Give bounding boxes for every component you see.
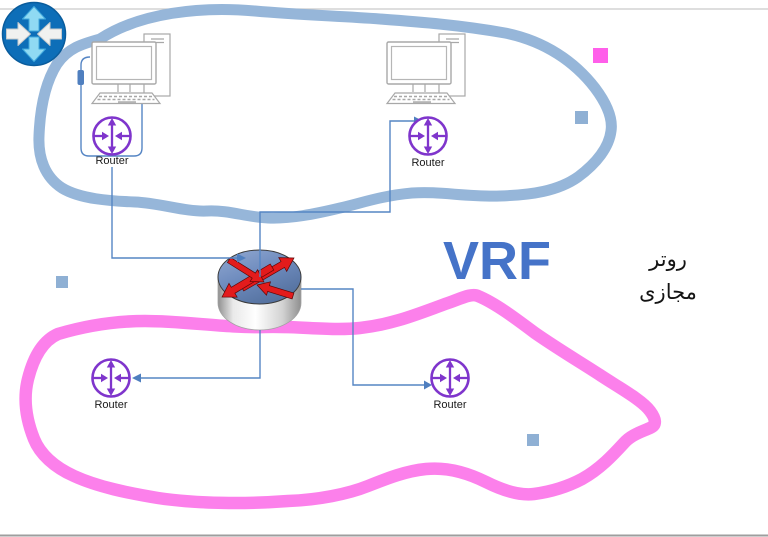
blue-square-bottom [527,434,539,446]
vrf-title: VRF [443,231,551,291]
computer-icon-1 [91,33,171,105]
caption-line-2: مجازی [639,279,697,304]
connector-router1 [111,167,237,259]
router-icon-1 [91,116,133,156]
router-icon-3 [90,358,132,398]
router-icon-4 [429,358,471,398]
connectors [111,120,424,386]
routing-arrows [221,257,295,300]
down-arrow [22,36,46,62]
left-inward-arrow [6,22,31,46]
connector-arrowheads [132,116,432,390]
blue-square-top [575,111,588,124]
connector-router4 [301,288,424,386]
connector-router2 [259,120,414,277]
router-icon-2 [407,116,449,156]
router2-label: Router [411,157,444,169]
right-inward-arrow [37,22,62,46]
connector-computer1-loop [80,56,143,157]
virtual-router-caption: روتر مجازی [627,243,709,308]
pink-square [593,48,608,63]
connector-router3 [141,330,261,379]
computer1-port-marker [77,70,84,85]
top-network-outline [33,4,617,224]
router4-label: Router [433,399,466,411]
caption-line-1: روتر [649,247,687,271]
computer-icon-2 [386,33,466,105]
virtual-router-icon [1,1,67,67]
bottom-network-outline [19,288,662,510]
up-arrow [22,6,46,32]
blue-square-left [56,276,68,288]
router1-label: Router [95,155,128,167]
router3-label: Router [94,399,127,411]
